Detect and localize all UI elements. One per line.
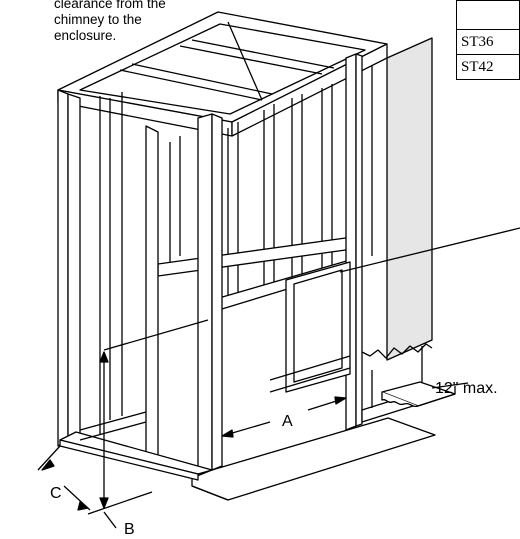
hearth-edge [191,485,229,501]
overhang-board [381,381,456,408]
front-left-wall [57,89,223,481]
callout-leader [339,227,520,273]
top-frame [57,11,388,137]
table-row: ST36 [456,29,520,55]
note-line-2: chimney to the [54,12,142,27]
side-panel [386,37,433,361]
right-side-wall [269,53,433,431]
clearance-note: clearance from the chimney to the enclos… [54,0,224,44]
table-cell-st36: ST36 [456,29,520,55]
dimension-b [87,319,209,529]
hearth-slab [191,417,436,501]
label-max: 12" max. [435,380,498,397]
note-line-1: clearance from the [54,0,166,11]
label-b: B [124,521,135,538]
max-leader [431,382,469,389]
model-table: ST36 ST42 [456,0,520,80]
label-c: C [50,485,62,502]
table-cell-st42: ST42 [456,54,520,80]
label-a: A [282,413,293,430]
dimension-a [221,396,347,438]
dimension-c [37,445,91,511]
note-line-3: enclosure. [54,28,117,43]
table-row: ST42 [456,54,520,80]
